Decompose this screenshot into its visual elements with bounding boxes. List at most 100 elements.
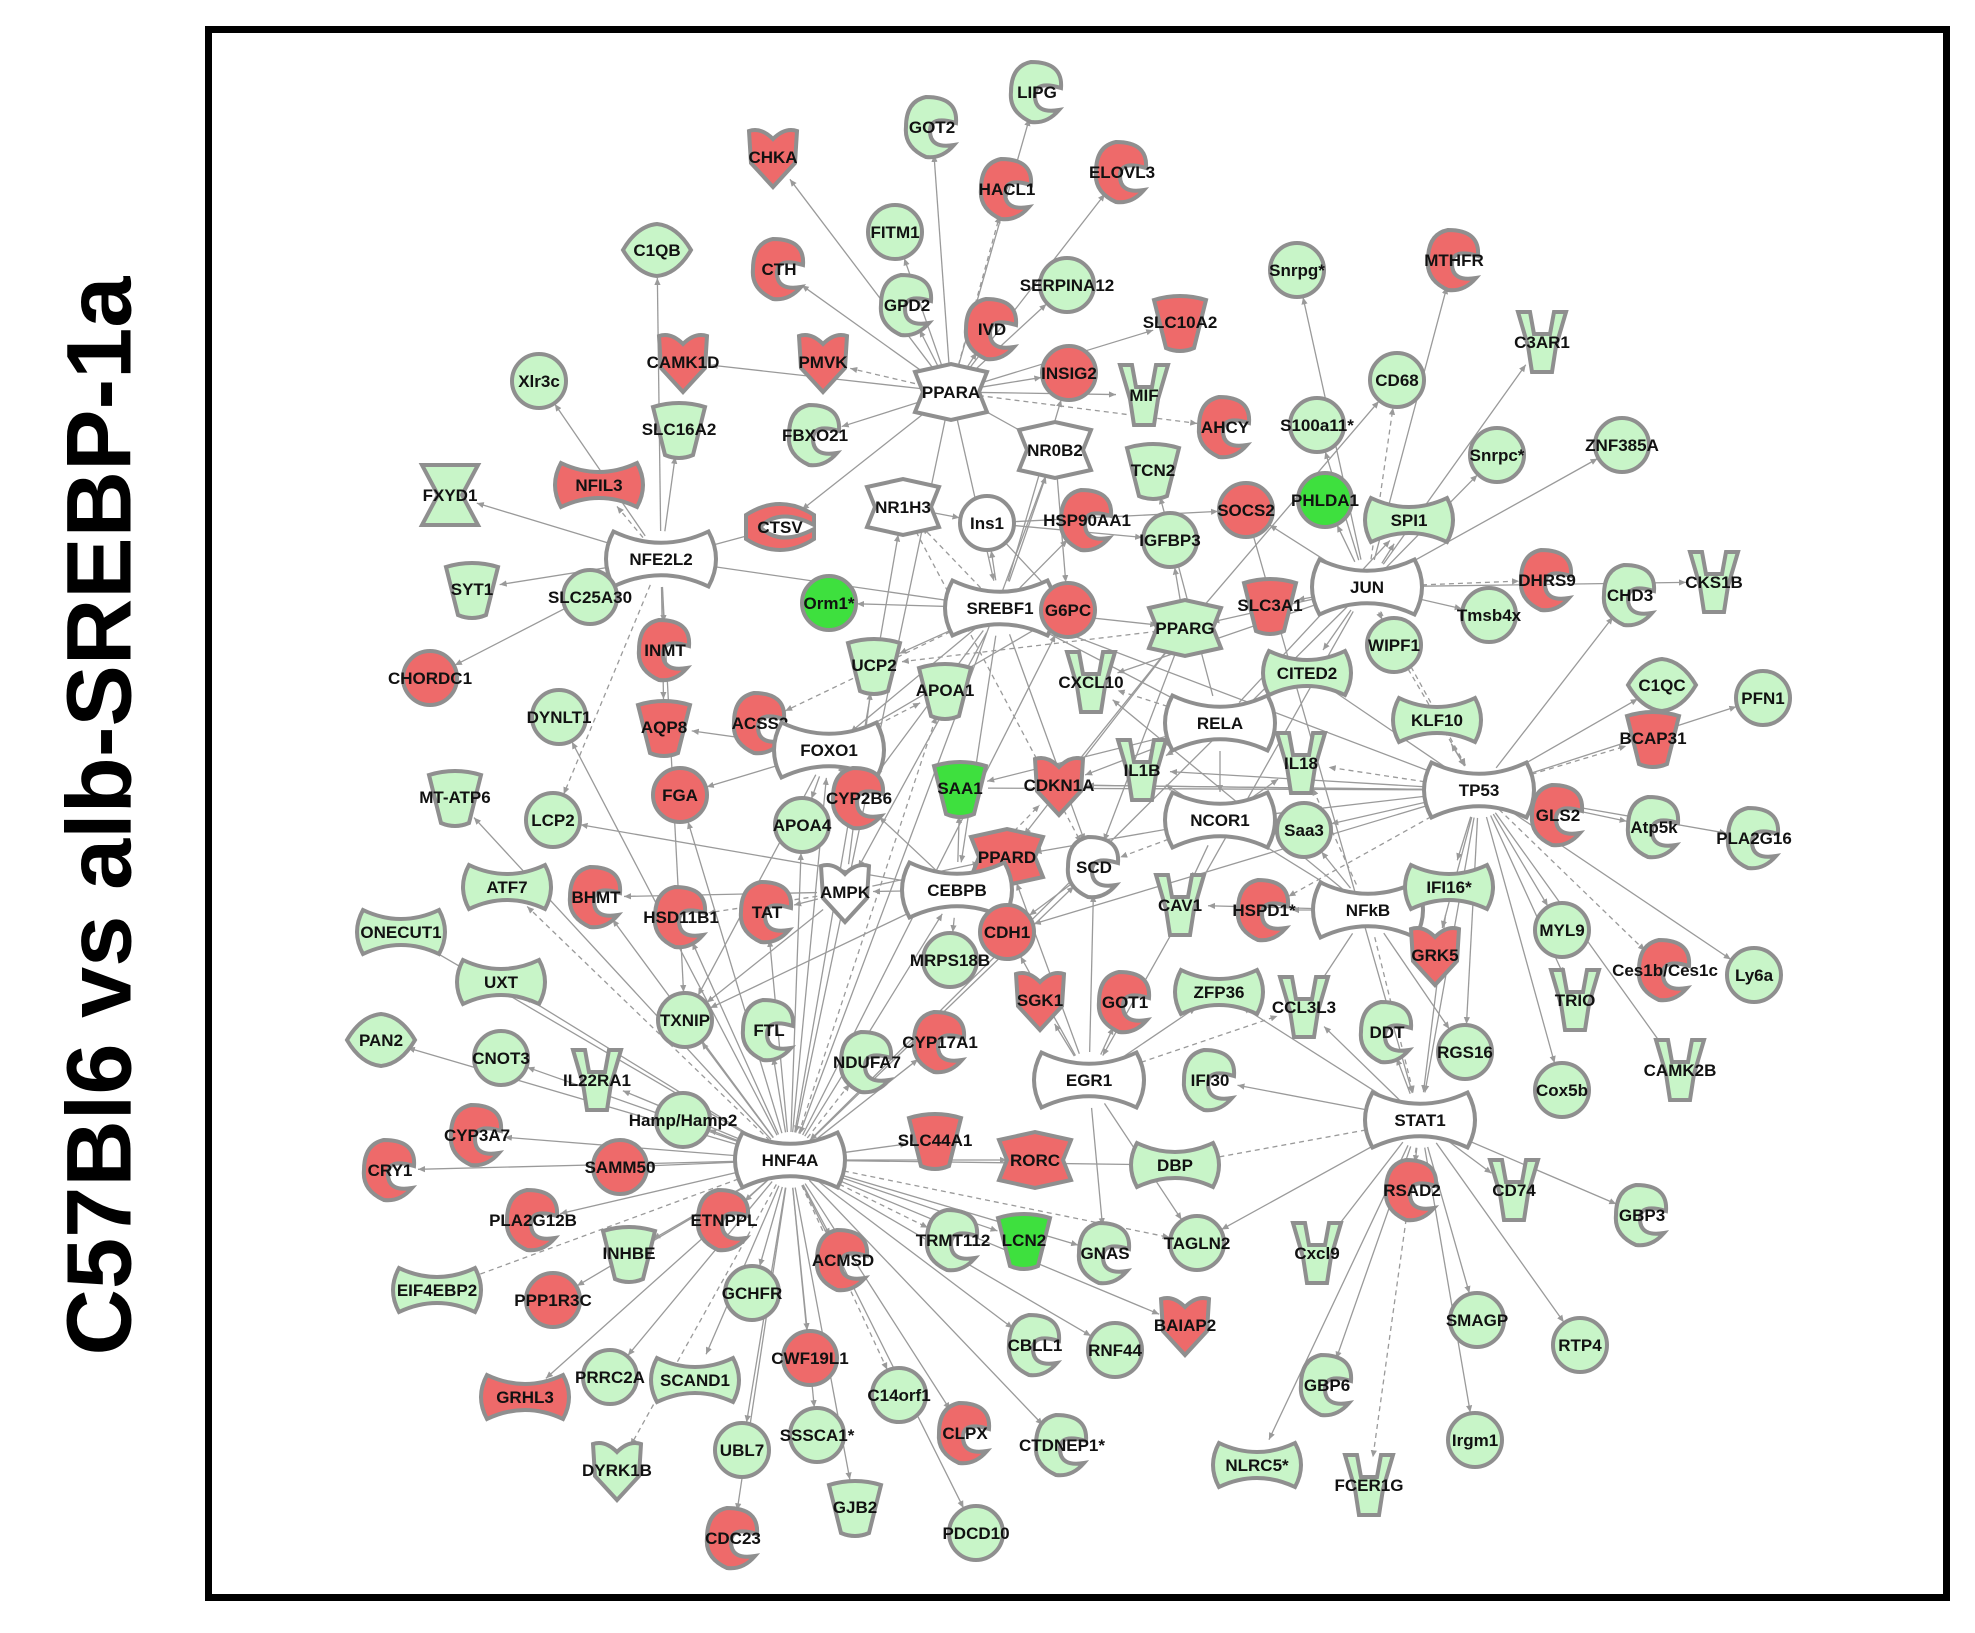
node-cav1[interactable]: CAV1 (1153, 873, 1207, 937)
node-ivd[interactable]: IVD (963, 296, 1020, 362)
node-slc44a1[interactable]: SLC44A1 (898, 1112, 973, 1171)
node-slc3a1[interactable]: SLC3A1 (1237, 577, 1303, 636)
node-tagln2[interactable]: TAGLN2 (1164, 1214, 1231, 1272)
node-ccl3l3[interactable]: CCL3L3 (1272, 975, 1336, 1039)
node-igfbp3[interactable]: IGFBP3 (1139, 511, 1201, 569)
node-stat1[interactable]: STAT1 (1363, 1089, 1477, 1151)
node-gjb2[interactable]: GJB2 (826, 1479, 884, 1538)
node-chka[interactable]: CHKA (746, 128, 800, 190)
node-gbp6[interactable]: GBP6 (1298, 1352, 1355, 1418)
node-serpina12[interactable]: SERPINA12 (1020, 256, 1114, 314)
node-s100a11[interactable]: S100a11* (1280, 396, 1354, 454)
node-scd[interactable]: SCD (1065, 834, 1122, 900)
node-il22ra1[interactable]: IL22RA1 (563, 1048, 631, 1112)
node-dhrs9[interactable]: DHRS9 (1518, 547, 1576, 613)
node-nr1h3[interactable]: NR1H3 (864, 476, 942, 538)
node-cyp3a7[interactable]: CYP3A7 (444, 1102, 510, 1168)
node-cdc23[interactable]: CDC23 (704, 1505, 761, 1571)
node-baiap2[interactable]: BAIAP2 (1154, 1296, 1216, 1358)
node-c1qc[interactable]: C1QC (1625, 656, 1699, 714)
node-inmt[interactable]: INMT (636, 617, 693, 683)
node-pparg[interactable]: PPARG (1146, 597, 1224, 659)
node-cdkn1a[interactable]: CDKN1A (1024, 756, 1095, 818)
node-klf10[interactable]: KLF10 (1391, 695, 1483, 745)
node-cited2[interactable]: CITED2 (1261, 648, 1353, 698)
node-elovl3[interactable]: ELOVL3 (1089, 139, 1155, 205)
node-nfil3[interactable]: NFIL3 (553, 460, 645, 510)
node-tat[interactable]: TAT (738, 879, 795, 945)
node-gpd2[interactable]: GPD2 (878, 272, 935, 338)
node-cyp17a1[interactable]: CYP17A1 (902, 1009, 978, 1075)
node-pla2g16[interactable]: PLA2G16 (1716, 805, 1792, 871)
node-g6pc[interactable]: G6PC (1039, 581, 1097, 639)
node-ddt[interactable]: DDT (1358, 999, 1415, 1065)
node-trio[interactable]: TRIO (1548, 968, 1602, 1032)
node-ifi16[interactable]: IFI16* (1403, 862, 1495, 912)
node-cth[interactable]: CTH (750, 236, 807, 302)
node-slc10a2[interactable]: SLC10A2 (1143, 294, 1218, 353)
node-inhbe[interactable]: INHBE (600, 1225, 658, 1284)
node-gls2[interactable]: GLS2 (1529, 782, 1586, 848)
node-hnf4a[interactable]: HNF4A (733, 1129, 847, 1191)
node-ppp1r3c[interactable]: PPP1R3C (514, 1271, 592, 1329)
node-mif[interactable]: MIF (1117, 363, 1171, 427)
node-dbp[interactable]: DBP (1129, 1140, 1221, 1190)
node-aqp8[interactable]: AQP8 (635, 699, 693, 758)
node-pdcd10[interactable]: PDCD10 (942, 1504, 1010, 1562)
node-snrpc[interactable]: Snrpc* (1468, 426, 1526, 484)
node-snrpg[interactable]: Snrpg* (1268, 241, 1326, 299)
node-fxyd1[interactable]: FXYD1 (418, 463, 482, 527)
node-myl9[interactable]: MYL9 (1533, 901, 1591, 959)
node-znf385a[interactable]: ZNF385A (1585, 416, 1659, 474)
node-wipf1[interactable]: WIPF1 (1365, 616, 1423, 674)
node-ahcy[interactable]: AHCY (1196, 394, 1253, 460)
node-acmsd[interactable]: ACMSD (812, 1227, 874, 1293)
node-hspd1[interactable]: HSPD1* (1232, 877, 1296, 943)
node-fcer1g[interactable]: FCER1G (1335, 1453, 1404, 1517)
node-rorc[interactable]: RORC (996, 1129, 1074, 1191)
node-cxcl10[interactable]: CXCL10 (1058, 650, 1124, 714)
node-rsad2[interactable]: RSAD2 (1383, 1157, 1441, 1223)
node-ifi30[interactable]: IFI30 (1181, 1047, 1238, 1113)
node-ctsv[interactable]: CTSV (744, 502, 816, 552)
node-pmvk[interactable]: PMVK (796, 333, 850, 395)
node-mrps18b[interactable]: MRPS18B (910, 931, 990, 989)
node-ndufa7[interactable]: NDUFA7 (833, 1029, 901, 1095)
node-cks1b[interactable]: CKS1B (1685, 550, 1743, 614)
node-zfp36[interactable]: ZFP36 (1173, 967, 1265, 1017)
node-trmt112[interactable]: TRMT112 (916, 1207, 991, 1273)
node-ppard[interactable]: PPARD (968, 826, 1046, 888)
node-socs2[interactable]: SOCS2 (1217, 481, 1275, 539)
node-spi1[interactable]: SPI1 (1363, 495, 1455, 545)
node-ctdnep1[interactable]: CTDNEP1* (1019, 1412, 1105, 1478)
node-pfn1[interactable]: PFN1 (1734, 669, 1792, 727)
node-bhmt[interactable]: BHMT (567, 864, 624, 930)
node-eif4ebp2[interactable]: EIF4EBP2 (391, 1265, 483, 1315)
node-orm1[interactable]: Orm1* (800, 574, 858, 632)
node-clpx[interactable]: CLPX (936, 1400, 993, 1466)
node-jun[interactable]: JUN (1310, 556, 1424, 618)
node-irgm1[interactable]: Irgm1 (1446, 1411, 1504, 1469)
node-onecut1[interactable]: ONECUT1 (355, 907, 447, 957)
node-cbll1[interactable]: CBLL1 (1006, 1312, 1063, 1378)
node-xlr3c[interactable]: Xlr3c (510, 352, 568, 410)
node-got1[interactable]: GOT1 (1096, 969, 1153, 1035)
node-ucp2[interactable]: UCP2 (845, 637, 903, 696)
node-gnas[interactable]: GNAS (1076, 1220, 1133, 1286)
node-il18[interactable]: IL18 (1274, 731, 1328, 795)
node-srebf1[interactable]: SREBF1 (943, 577, 1057, 639)
node-sgk1[interactable]: SGK1 (1013, 971, 1067, 1033)
node-dyrk1b[interactable]: DYRK1B (582, 1441, 652, 1503)
node-il1b[interactable]: IL1B (1115, 738, 1169, 802)
node-egr1[interactable]: EGR1 (1032, 1049, 1146, 1111)
node-hsp90aa1[interactable]: HSP90AA1 (1043, 487, 1131, 553)
node-ncor1[interactable]: NCOR1 (1163, 789, 1277, 851)
node-hsd11b1[interactable]: HSD11B1 (643, 884, 719, 950)
node-c3ar1[interactable]: C3AR1 (1514, 310, 1570, 374)
node-pan2[interactable]: PAN2 (344, 1011, 418, 1069)
node-fga[interactable]: FGA (651, 766, 709, 824)
node-slc25a30[interactable]: SLC25A30 (548, 568, 632, 626)
node-cnot3[interactable]: CNOT3 (472, 1029, 530, 1087)
node-scand1[interactable]: SCAND1 (649, 1355, 741, 1405)
node-gbp3[interactable]: GBP3 (1613, 1182, 1670, 1248)
